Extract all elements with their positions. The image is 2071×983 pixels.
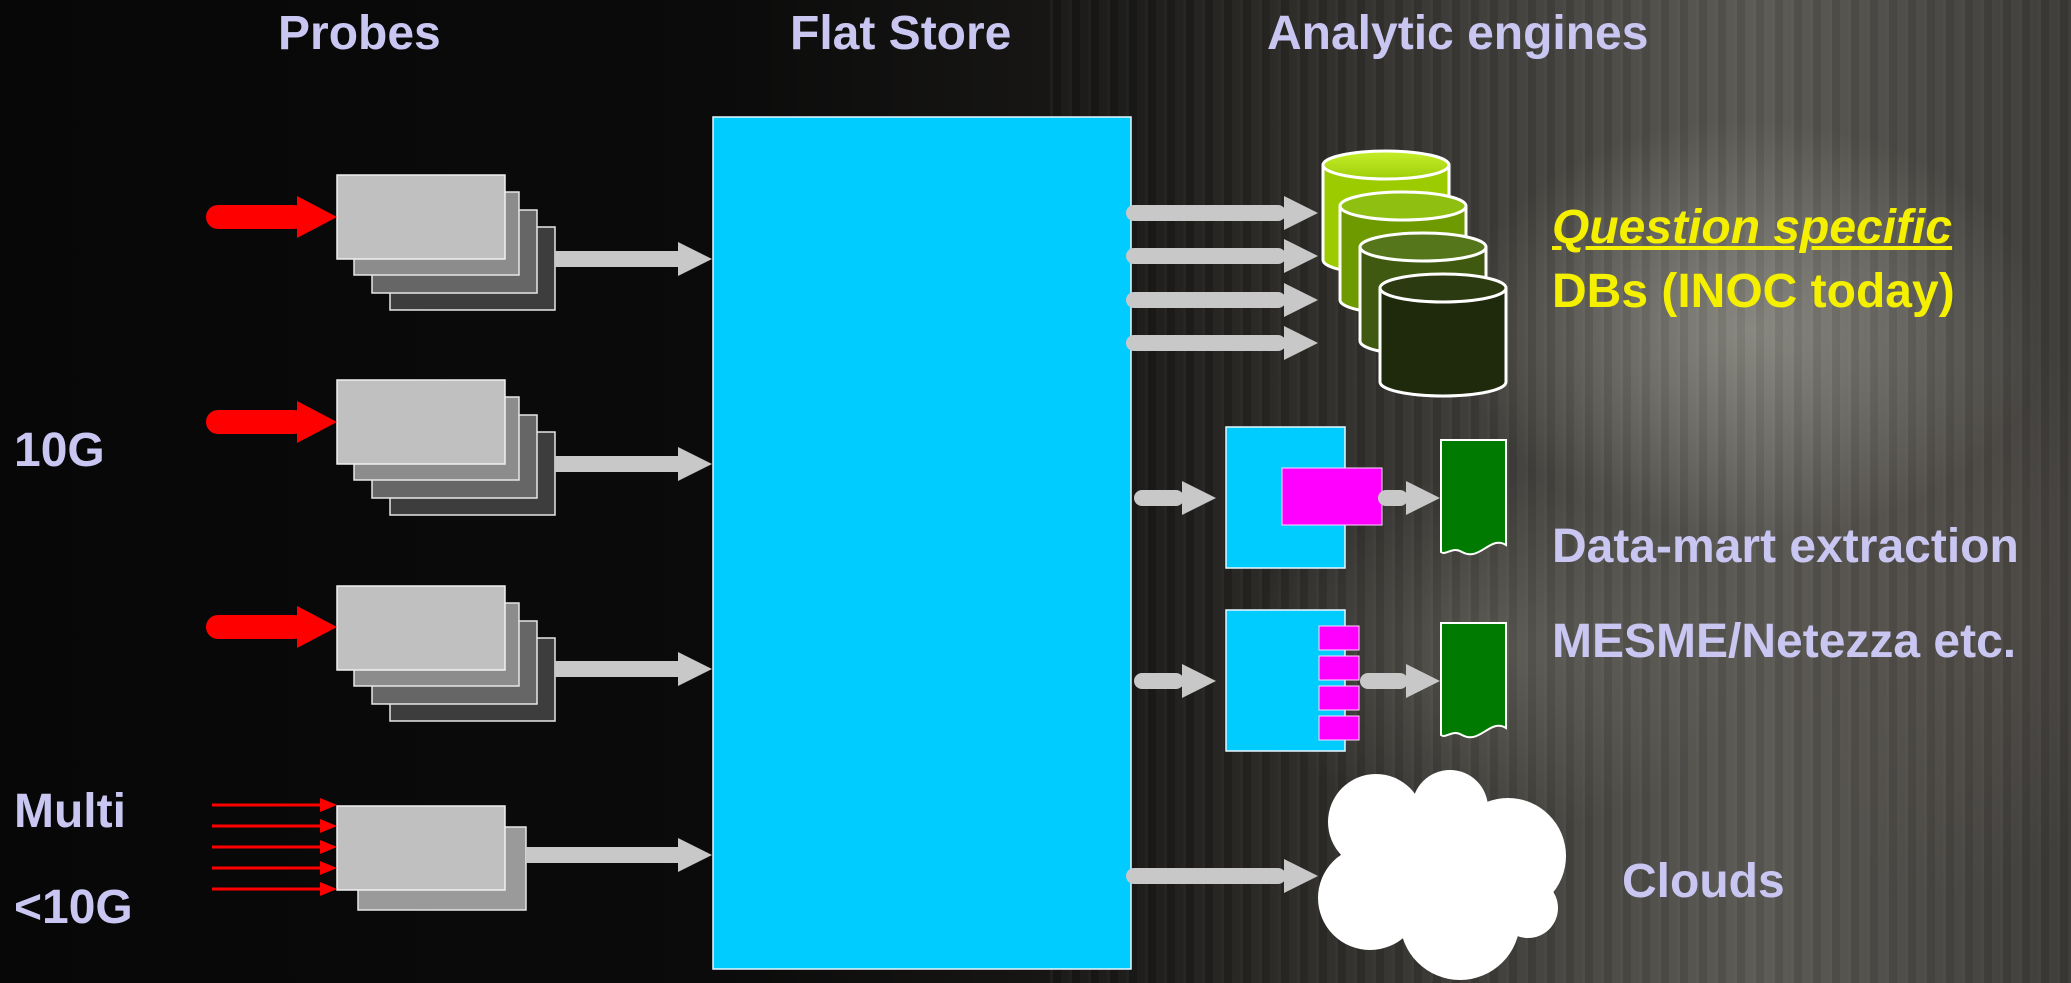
input-arrow-2 [206,401,337,443]
label-mesme-netezza: MESME/Netezza etc. [1552,615,2017,668]
data-mart-arrow-out [1378,481,1440,515]
database-cylinder-4 [1378,272,1508,398]
header-flat-store: Flat Store [790,7,1012,60]
header-analytic-engines: Analytic engines [1267,7,1649,60]
input-arrow-1 [206,196,337,238]
label-dbs-inoc: DBs (INOC today) [1552,265,1955,318]
probe-stack-multi [336,805,527,911]
probe-stack-3 [336,585,556,722]
probe-stack-2 [336,379,556,516]
header-probes: Probes [278,7,441,60]
store-to-cloud-arrow [1126,859,1318,893]
mesme-arrow-out [1360,664,1440,698]
mesme-document-icon [1440,622,1507,739]
data-mart-arrow-in [1134,481,1216,515]
label-clouds: Clouds [1622,855,1785,908]
data-mart-extract-block [1281,467,1383,526]
mesme-parallel-blocks [1318,625,1360,741]
label-10g: 10G [14,424,105,477]
flat-store-box [712,116,1132,970]
mesme-arrow-in [1134,664,1216,698]
input-arrow-3 [206,606,337,648]
multi-input-arrows [212,798,337,896]
store-to-db-arrows [1126,196,1318,360]
label-sub-10g: <10G [14,881,133,934]
cloud-icon [1318,770,1566,980]
probe-to-store-arrows [526,242,712,872]
label-data-mart-extraction: Data-mart extraction [1552,520,2019,573]
probe-stack-1 [336,174,556,311]
label-question-specific: Question specific [1552,201,1953,254]
data-mart-document-icon [1440,439,1507,556]
label-multi: Multi [14,785,126,838]
